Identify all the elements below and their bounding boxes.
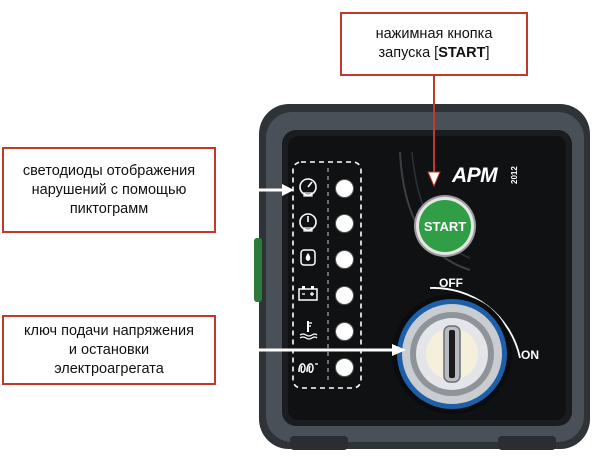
key-on-label: ON <box>521 348 539 362</box>
callout-key-line3: электроагрегата <box>54 360 164 377</box>
ignition-key-switch[interactable] <box>392 294 512 414</box>
callout-key-switch: ключ подачи напряжения и остановки элект… <box>2 315 216 385</box>
overspeed-gauge-icon <box>299 213 317 232</box>
coolant-temperature-icon <box>299 321 318 340</box>
callout-leds-line1: светодиоды отображения <box>22 162 196 179</box>
battery-icon <box>298 286 318 301</box>
callout-key-line2: и остановки <box>68 341 150 358</box>
indicator-led-battery <box>335 286 354 305</box>
indicator-led-overspeed <box>335 214 354 233</box>
indicator-led-coolant-temperature <box>335 322 354 341</box>
indicator-led-glow-plug <box>335 358 354 377</box>
callout-leds-line2: нарушений с помощью <box>31 181 187 198</box>
callout-key-line1: ключ подачи напряжения <box>24 322 194 339</box>
callout-leds-line3: пиктограмм <box>69 200 149 217</box>
callout-start-line1: нажимная кнопка <box>375 26 493 42</box>
callout-start-line2: запуска [START] <box>378 45 490 61</box>
glow-plug-icon <box>298 363 318 373</box>
start-button[interactable]: START <box>419 200 471 252</box>
callout-start-button: нажимная кнопка запуска [START] <box>340 12 528 76</box>
brand-year: 2012 <box>510 166 519 184</box>
key-off-label: OFF <box>439 276 463 290</box>
indicator-led-oil-pressure <box>335 179 354 198</box>
oil-pressure-gauge-icon <box>299 178 317 197</box>
indicator-led-fuel <box>335 250 354 269</box>
fuel-drop-icon <box>300 249 316 266</box>
callout-indicator-leds: светодиоды отображения нарушений с помощ… <box>2 147 216 233</box>
brand-logo: APM <box>452 164 498 187</box>
